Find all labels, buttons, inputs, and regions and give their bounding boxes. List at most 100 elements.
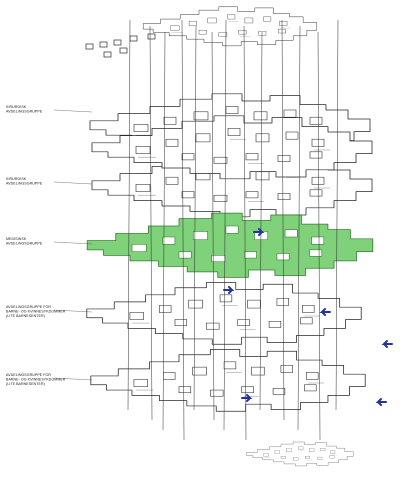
courtyard	[238, 30, 247, 35]
entrance-arrows	[223, 228, 393, 406]
courtyard	[163, 372, 176, 380]
courtyard	[170, 25, 180, 31]
top-level-block	[103, 51, 112, 58]
courtyard	[304, 384, 317, 392]
courtyard	[245, 153, 259, 161]
courtyard	[268, 321, 282, 328]
vertical-shaft-line	[162, 31, 166, 431]
courtyard	[293, 457, 299, 461]
courtyard	[188, 299, 203, 309]
courtyard	[277, 193, 291, 200]
vertical-shaft-line	[149, 25, 153, 421]
courtyard	[280, 456, 286, 459]
courtyard	[286, 448, 292, 453]
floor-label-line: BARNE- OG KVINNESYKDOMMER	[6, 310, 66, 314]
vertical-shaft-line	[259, 31, 263, 411]
top-level-block	[129, 35, 138, 42]
entrance-arrow-icon	[319, 308, 331, 316]
courtyard	[237, 319, 250, 326]
courtyard	[280, 365, 293, 373]
courtyard	[135, 184, 151, 192]
courtyard	[255, 133, 270, 143]
entrance-arrow-icon	[241, 394, 253, 402]
courtyard	[129, 312, 144, 320]
label-leader-line	[53, 377, 93, 381]
floor-plate-mid	[91, 115, 373, 180]
courtyard	[251, 366, 265, 376]
floor-label-line: (LITE BARNESENTER)	[6, 314, 45, 318]
courtyard	[135, 146, 151, 154]
courtyard	[274, 450, 280, 454]
courtyard	[309, 189, 323, 197]
floor-outline-top	[142, 6, 318, 47]
label-leader-line	[53, 109, 93, 113]
top-level-block	[119, 47, 128, 54]
courtyard	[227, 14, 236, 20]
courtyard	[165, 138, 179, 147]
floor-outline-base	[246, 441, 354, 467]
courtyard	[192, 231, 208, 241]
floor-outline-mid	[91, 115, 373, 180]
courtyard	[329, 455, 335, 459]
floor-plate-top	[142, 6, 318, 47]
courtyard	[227, 128, 241, 136]
courtyard	[225, 225, 239, 234]
floor-label-line: (LITE BARNESENTER)	[6, 382, 45, 386]
top-level-block	[99, 41, 108, 48]
vertical-shaft-line	[281, 19, 285, 421]
courtyard	[311, 138, 325, 147]
courtyard	[163, 116, 177, 125]
vertical-connector-lines	[127, 19, 339, 441]
floor-plates	[85, 6, 374, 467]
courtyard	[219, 294, 233, 303]
floor-plate-barn-1	[86, 282, 362, 345]
courtyard	[309, 249, 323, 257]
courtyard	[210, 389, 224, 397]
floor-label-line: MEDISINSK	[6, 237, 27, 241]
courtyard	[178, 386, 192, 393]
courtyard	[225, 106, 239, 114]
entrance-arrow-icon	[381, 340, 393, 348]
floor-plate-barn-2	[90, 349, 366, 412]
courtyard	[181, 191, 195, 199]
courtyard	[284, 229, 298, 238]
courtyard	[223, 361, 237, 370]
courtyard	[218, 32, 228, 37]
floor-outline-medisinsk	[86, 212, 374, 278]
entrance-arrow-icon	[223, 286, 235, 294]
courtyard	[298, 446, 304, 450]
courtyard	[241, 386, 254, 393]
floor-plate-base	[246, 441, 354, 467]
courtyard	[306, 372, 319, 380]
courtyard	[272, 388, 286, 395]
courtyard	[206, 322, 220, 330]
courtyard	[133, 379, 148, 387]
courtyard	[133, 124, 149, 132]
courtyard	[300, 317, 313, 325]
top-level-block	[85, 43, 94, 50]
floor-outline-barn-1	[86, 282, 362, 345]
vertical-shaft-line	[317, 31, 321, 441]
courtyard	[192, 366, 207, 376]
label-leader-line	[53, 309, 93, 313]
floor-outline-barn-2	[90, 349, 366, 412]
courtyard	[279, 21, 288, 26]
floor-label-line: AVDELINGSGRUPPE	[6, 242, 43, 246]
courtyard	[330, 450, 336, 454]
floor-label-line: KIRURGISK	[6, 177, 27, 181]
vertical-shaft-line	[297, 25, 301, 431]
courtyard	[159, 305, 172, 313]
courtyard	[195, 133, 211, 143]
vertical-shaft-line	[243, 25, 247, 441]
courtyard	[305, 456, 310, 459]
floor-labels: KIRURGISKAVDELINGSGRUPPEKIRURGISKAVDELIN…	[6, 105, 93, 386]
top-level-block	[113, 39, 122, 46]
courtyard	[320, 448, 326, 451]
courtyard	[244, 17, 254, 24]
courtyard	[174, 319, 188, 326]
floor-plate-medisinsk	[86, 212, 374, 278]
courtyard	[277, 155, 291, 162]
courtyard	[243, 251, 257, 259]
courtyard	[311, 176, 325, 185]
